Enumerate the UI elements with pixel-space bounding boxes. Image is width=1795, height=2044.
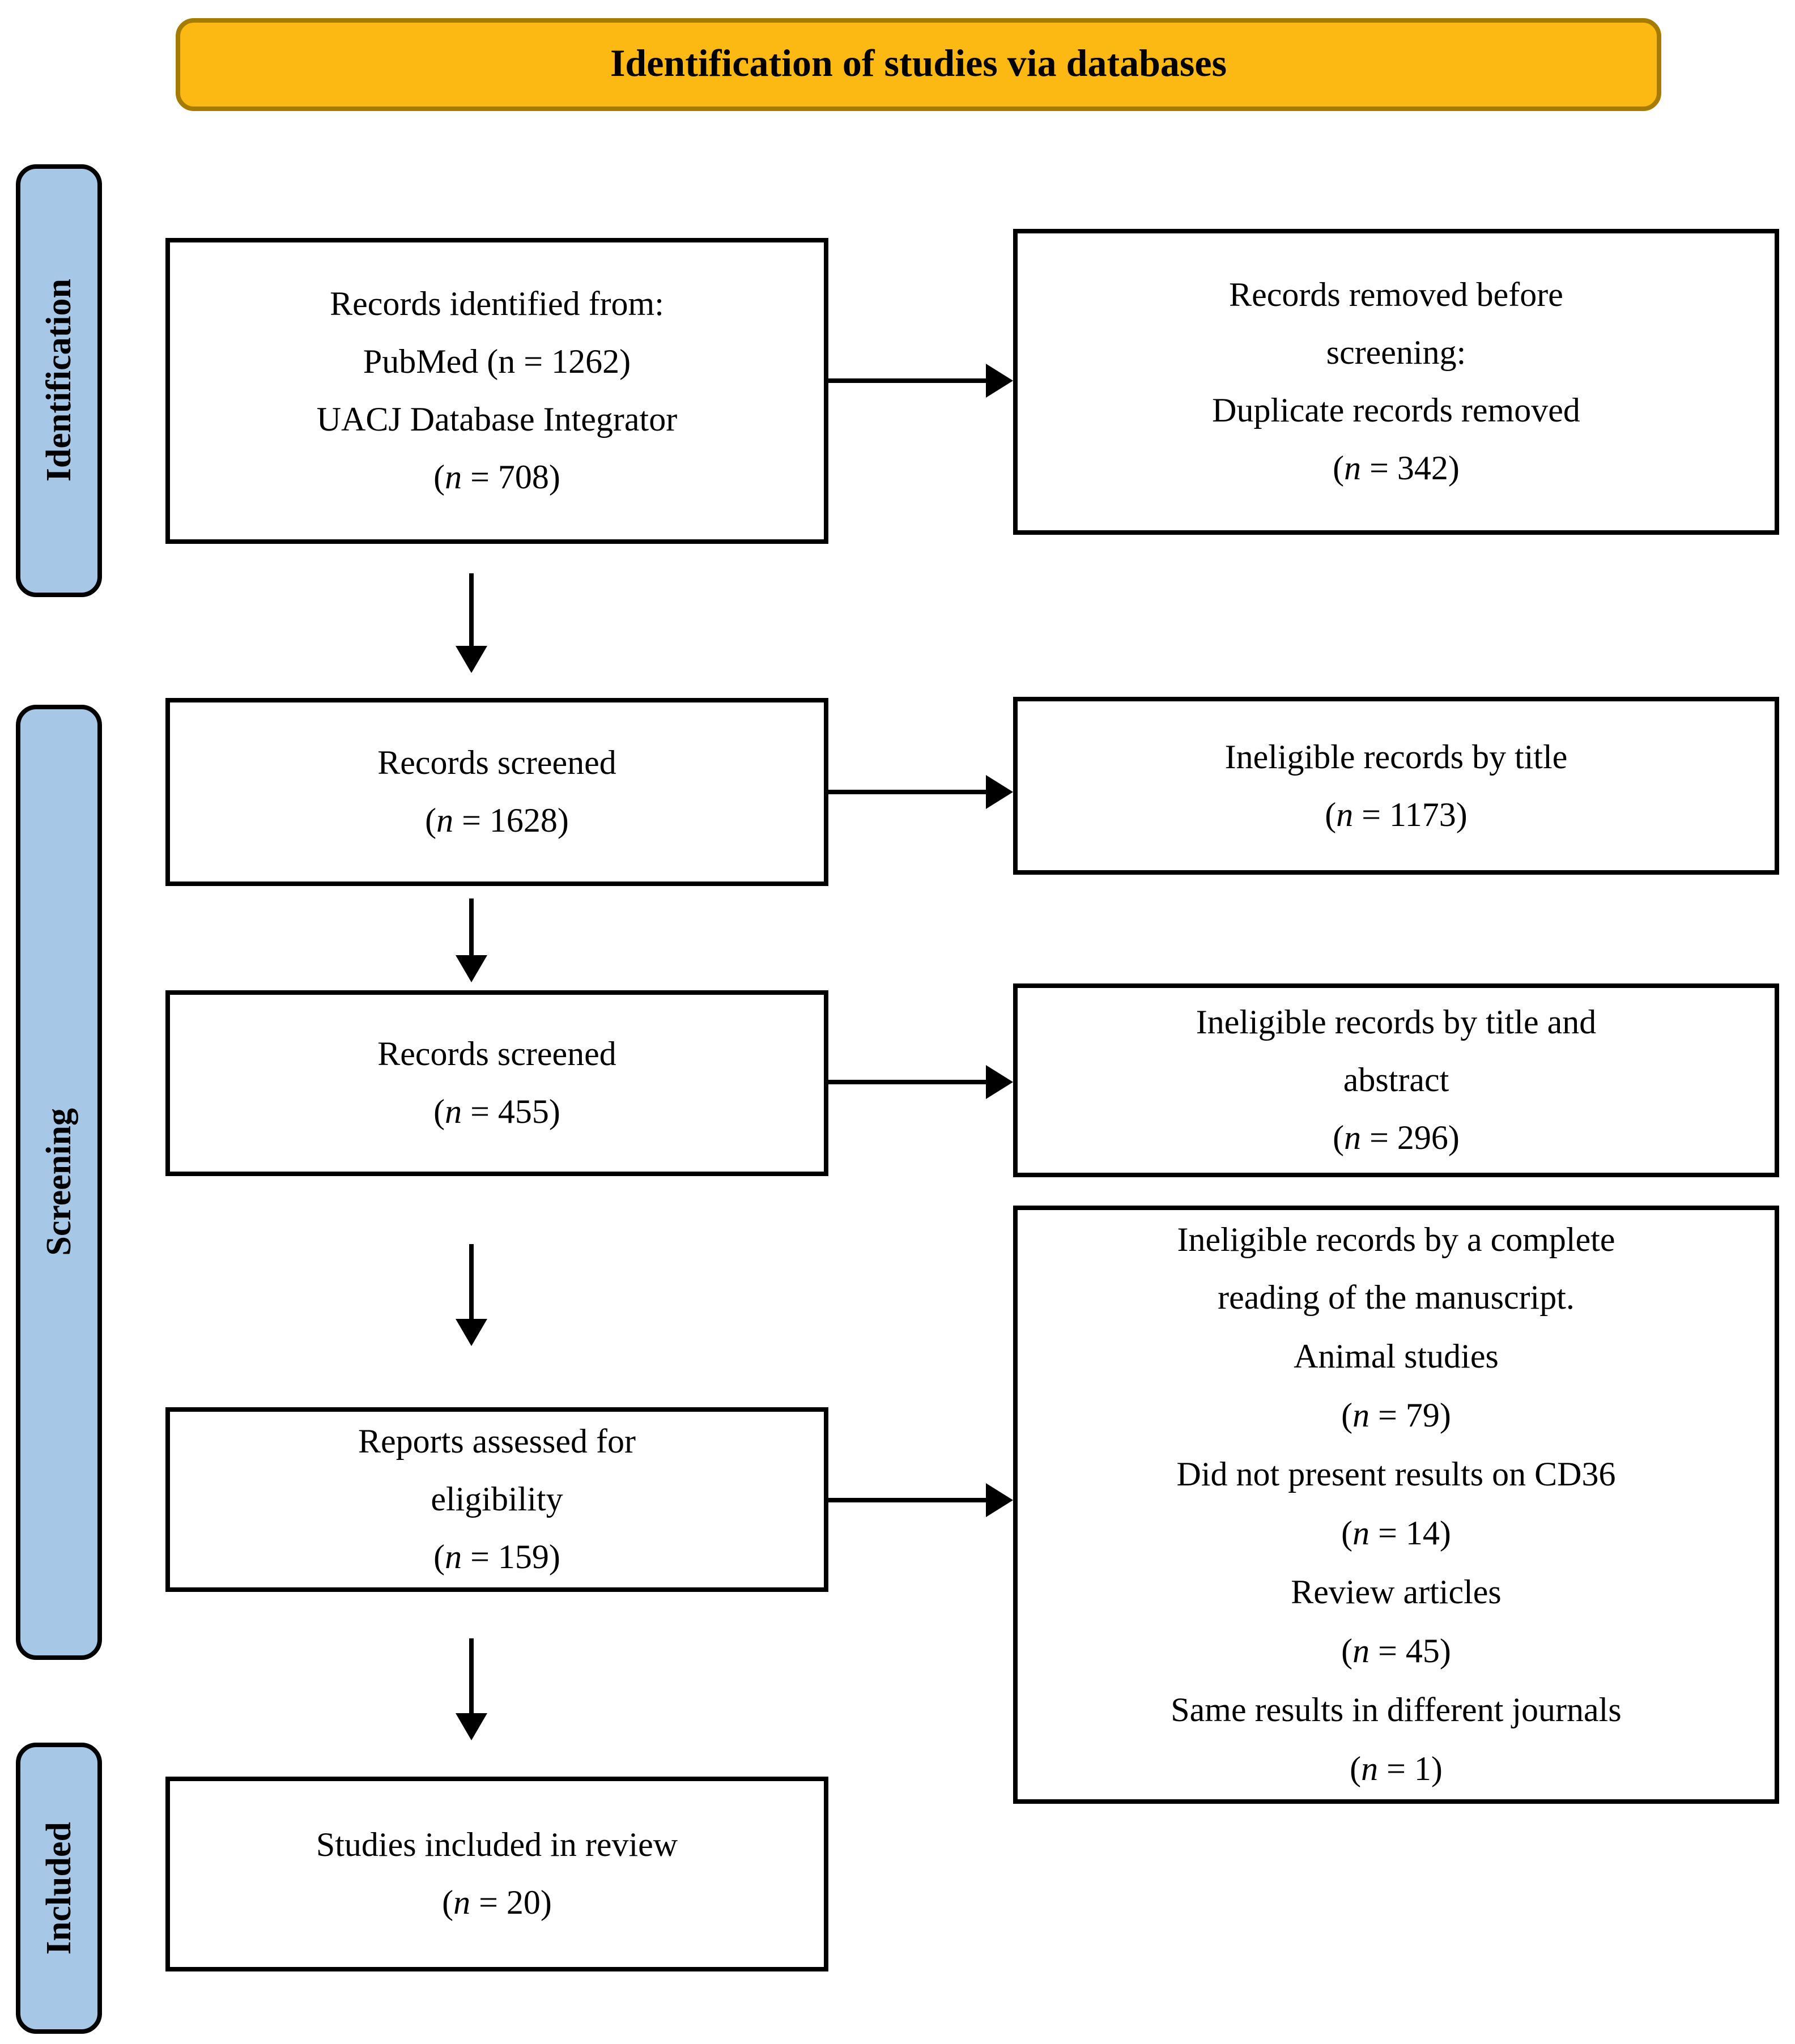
arrow-head — [986, 1483, 1013, 1517]
box-text-line: (n = 342) — [1333, 450, 1460, 487]
box-records-removed: Records removed before screening: Duplicat… — [1013, 229, 1779, 535]
arrow-stem — [828, 378, 986, 383]
box-text-line: Records screened — [377, 1036, 616, 1073]
box-text-line: (n = 708) — [433, 459, 560, 496]
stage-text-identification: Identification — [39, 279, 78, 483]
stage-text-included: Included — [39, 1821, 78, 1955]
box-text-line: Duplicate records removed — [1212, 392, 1580, 429]
arrow-head — [986, 364, 1013, 398]
arrow-down-icon — [456, 573, 487, 673]
box-records-screened-first: Records screened (n = 1628) — [165, 698, 828, 886]
arrow-head — [986, 1065, 1013, 1099]
box-records-identified: Records identified from: PubMed (n = 1262… — [165, 238, 828, 544]
arrow-stem — [469, 573, 474, 646]
banner-title: Identification of studies via databases — [610, 43, 1227, 85]
stage-label-identification: Identification — [16, 164, 102, 597]
box-ineligible-by-full-reading: Ineligible records by a complete reading … — [1013, 1206, 1779, 1804]
box-studies-included: Studies included in review (n = 20) — [165, 1777, 828, 1971]
box-text-line: (n = 455) — [433, 1093, 560, 1131]
arrow-stem — [828, 1080, 986, 1084]
box-text-line: screening: — [1326, 334, 1466, 372]
box-text-line: reading of the manuscript. — [1218, 1279, 1575, 1317]
box-text-line: (n = 1628) — [425, 802, 569, 840]
arrow-head — [456, 646, 487, 673]
arrow-stem — [469, 1244, 474, 1319]
arrow-stem — [469, 1638, 474, 1713]
box-text-line: Ineligible records by a complete — [1177, 1221, 1615, 1259]
arrow-head — [456, 955, 487, 982]
box-text-line: (n = 1) — [1350, 1750, 1443, 1788]
box-ineligible-by-title: Ineligible records by title (n = 1173) — [1013, 697, 1779, 875]
arrow-down-icon — [456, 1244, 487, 1346]
arrow-stem — [469, 898, 474, 955]
box-text-line: Animal studies — [1294, 1338, 1499, 1376]
arrow-stem — [828, 1498, 986, 1502]
arrow-down-icon — [456, 1638, 487, 1740]
stage-text-screening: Screening — [39, 1108, 78, 1257]
box-text-line: PubMed (n = 1262) — [363, 343, 631, 381]
arrow-stem — [828, 790, 986, 794]
arrow-down-icon — [456, 898, 487, 982]
box-text-line: Records screened — [377, 744, 616, 782]
box-text-line: (n = 14) — [1341, 1515, 1451, 1552]
box-records-screened-second: Records screened (n = 455) — [165, 990, 828, 1176]
arrow-right-icon — [828, 775, 1013, 809]
box-text-line: Ineligible records by title — [1224, 738, 1568, 776]
box-ineligible-by-title-and-abstract: Ineligible records by title and abstract (… — [1013, 983, 1779, 1177]
box-text-line: (n = 296) — [1333, 1119, 1460, 1157]
arrow-right-icon — [828, 1483, 1013, 1517]
box-text-line: Records removed before — [1229, 276, 1563, 314]
box-reports-assessed: Reports assessed for eligibility (n = 159) — [165, 1407, 828, 1592]
box-text-line: Reports assessed for — [358, 1423, 636, 1460]
box-text-line: (n = 45) — [1341, 1632, 1451, 1670]
box-text-line: Ineligible records by title and — [1196, 1004, 1597, 1041]
box-text-line: (n = 1173) — [1325, 796, 1468, 833]
box-text-line: (n = 20) — [442, 1884, 552, 1922]
arrow-head — [986, 775, 1013, 809]
box-text-line: (n = 79) — [1341, 1397, 1451, 1435]
box-text-line: Records identified from: — [330, 286, 664, 323]
box-text-line: Same results in different journals — [1171, 1691, 1622, 1729]
box-text-line: Studies included in review — [316, 1826, 678, 1864]
arrow-right-icon — [828, 364, 1013, 398]
stage-label-screening: Screening — [16, 705, 102, 1660]
box-text-line: (n = 159) — [433, 1539, 560, 1576]
banner: Identification of studies via databases — [176, 18, 1661, 111]
stage-label-included: Included — [16, 1743, 102, 2034]
arrow-head — [456, 1319, 487, 1346]
box-text-line: eligibility — [431, 1481, 563, 1518]
arrow-head — [456, 1713, 487, 1740]
arrow-right-icon — [828, 1065, 1013, 1099]
box-text-line: abstract — [1343, 1062, 1449, 1099]
box-text-line: Did not present results on CD36 — [1176, 1456, 1616, 1494]
box-text-line: Review articles — [1291, 1573, 1501, 1611]
box-text-line: UACJ Database Integrator — [316, 401, 678, 438]
